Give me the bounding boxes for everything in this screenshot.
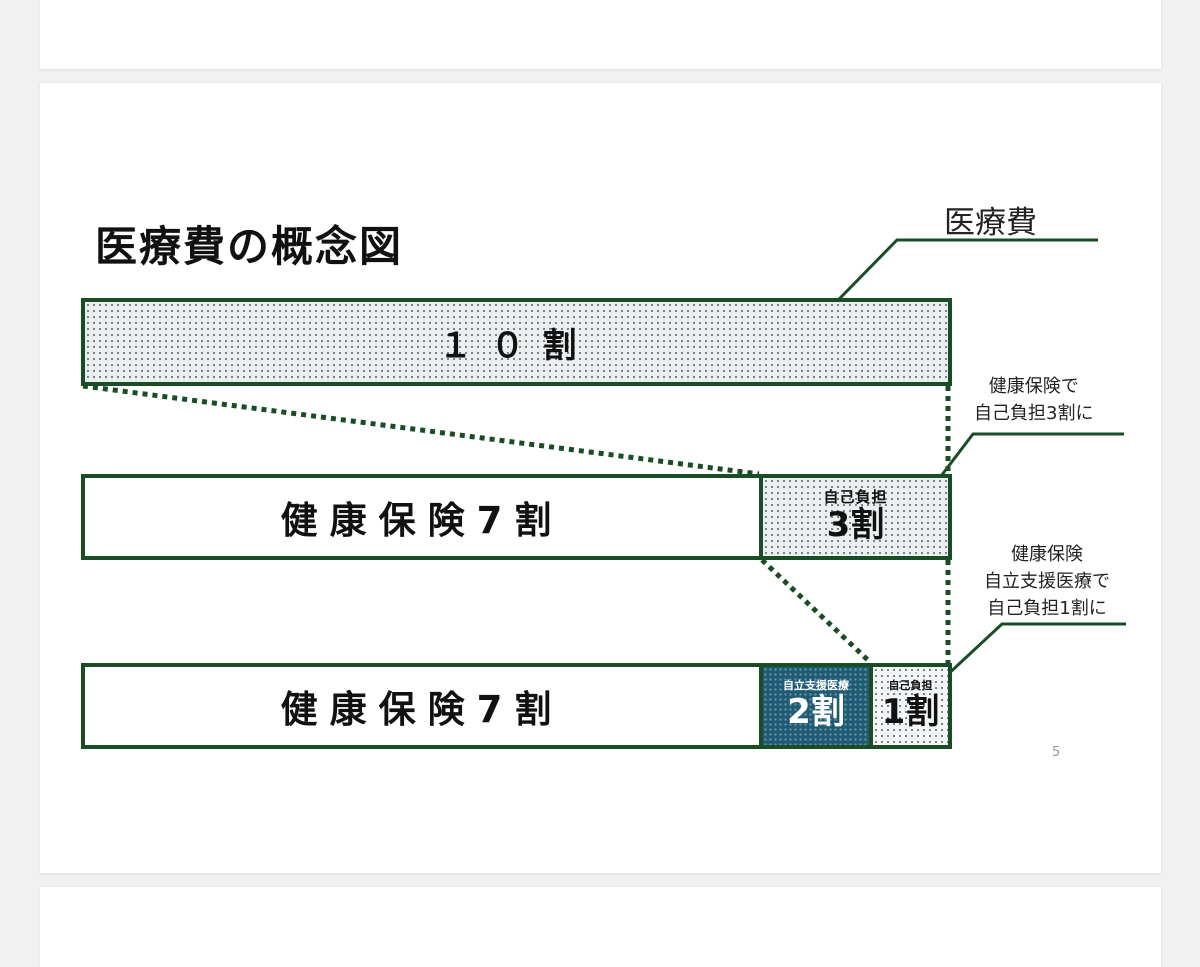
projection-line [82, 383, 760, 477]
slide-title: 医療費の概念図 [95, 222, 404, 271]
page-number: 5 [1052, 745, 1061, 760]
note-line: 健康保険で [988, 376, 1079, 397]
self-pay-3-value: 3割 [826, 504, 885, 545]
previous-slide [40, 0, 1161, 69]
insurance-label-b: 健康保険7割 [280, 688, 564, 731]
self-pay-1-caption: 自己負担 [888, 679, 933, 693]
total-cost-bar: １０割 [81, 298, 952, 386]
insurance-label-a: 健康保険7割 [280, 499, 564, 542]
slide: 医療費の概念図 医療費 １０割 健康保険7割 自己負担 3割 健康保険7割 自立… [40, 83, 1161, 873]
medical-cost-label: 医療費 [944, 205, 1037, 241]
support-medical-bar: 自立支援医療 2割 [759, 663, 873, 749]
support-medical-caption: 自立支援医療 [783, 679, 849, 693]
self-pay-1-value: 1割 [881, 691, 940, 732]
total-cost-label: １０割 [438, 325, 595, 366]
note-line: 自己負担3割に [974, 403, 1094, 424]
note-support-10: 健康保険 自立支援医療で 自己負担1割に [984, 541, 1110, 622]
note-insurance-30: 健康保険で 自己負担3割に [974, 373, 1093, 427]
note-line: 自立支援医療で [984, 571, 1110, 592]
note-line: 自己負担1割に [987, 598, 1107, 619]
insurance-bar-a: 健康保険7割 [81, 474, 763, 560]
self-pay-3-caption: 自己負担 [823, 488, 888, 507]
support-medical-value: 2割 [787, 691, 845, 732]
self-pay-1-bar: 自己負担 1割 [869, 663, 952, 749]
self-pay-3-bar: 自己負担 3割 [759, 474, 952, 560]
insurance-bar-b: 健康保険7割 [81, 663, 763, 749]
next-slide [40, 887, 1161, 967]
note-line: 健康保険 [1011, 544, 1083, 565]
projection-line [760, 558, 873, 665]
leader-line-note2 [943, 622, 1126, 679]
